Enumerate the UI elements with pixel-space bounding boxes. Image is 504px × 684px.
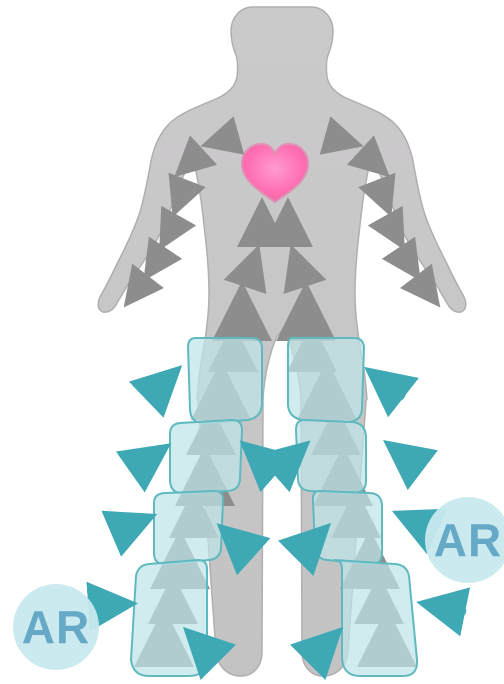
- right-sleeve-segment-1: [288, 338, 364, 422]
- left-pressure-arrow-3: [120, 518, 148, 530]
- left-sleeve-segment-2: [170, 420, 242, 493]
- right-pressure-arrow-2: [391, 446, 420, 468]
- arrow-right-arm-3: [404, 256, 414, 271]
- right-pressure-arrow-1: [372, 373, 404, 398]
- arrow-left-arm-2: [165, 224, 174, 240]
- left-pressure-arrow-7: [98, 604, 128, 606]
- left-sleeve-segment-3: [154, 491, 223, 564]
- right-sleeve-segment-4: [334, 560, 417, 676]
- compression-sleeves: [131, 338, 417, 676]
- left-sleeve-segment-4: [131, 560, 207, 676]
- ar-badge-left-label: AR: [22, 601, 90, 653]
- arrow-left-arm-4: [131, 285, 141, 298]
- right-pressure-arrow-4: [426, 604, 466, 612]
- arrow-right-arm-1: [380, 188, 387, 206]
- left-pressure-arrow-1: [149, 372, 175, 397]
- right-sleeve-segment-2: [296, 420, 366, 493]
- ar-badge-left: AR: [13, 584, 99, 670]
- right-sleeve-segment-3: [313, 491, 382, 564]
- left-pressure-arrow-2: [136, 449, 163, 468]
- ar-badge-right-label: AR: [434, 514, 502, 566]
- arrow-left-arm-3: [150, 256, 160, 271]
- ar-badge-right: AR: [425, 497, 504, 583]
- arrow-left-arm-1: [177, 188, 184, 206]
- arrow-right-arm-4: [423, 285, 433, 298]
- arrow-right-arm-2: [390, 224, 399, 240]
- left-sleeve-segment-1: [188, 338, 262, 423]
